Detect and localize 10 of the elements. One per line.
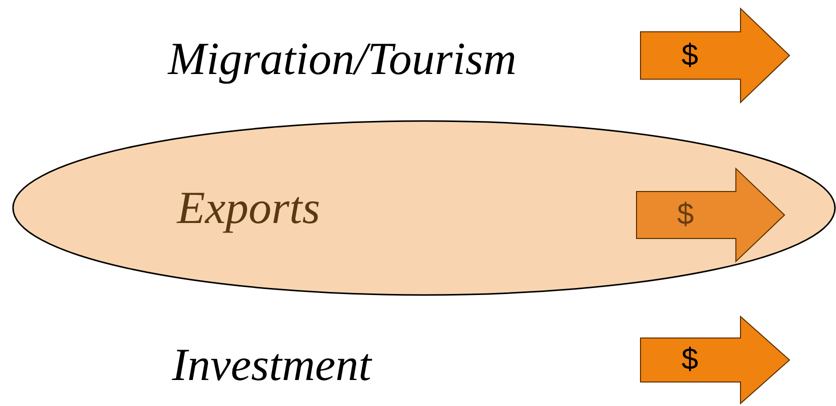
category-label: Investment bbox=[172, 342, 372, 388]
block-arrow bbox=[640, 8, 790, 103]
block-arrow bbox=[636, 168, 785, 262]
dollar-sign: $ bbox=[677, 200, 694, 230]
ellipse-label: Exports bbox=[177, 185, 320, 231]
dollar-sign: $ bbox=[682, 345, 698, 375]
dollar-sign: $ bbox=[682, 40, 698, 70]
category-label: Migration/Tourism bbox=[168, 36, 517, 82]
block-arrow bbox=[640, 316, 790, 404]
ellipse-shape bbox=[12, 120, 836, 296]
